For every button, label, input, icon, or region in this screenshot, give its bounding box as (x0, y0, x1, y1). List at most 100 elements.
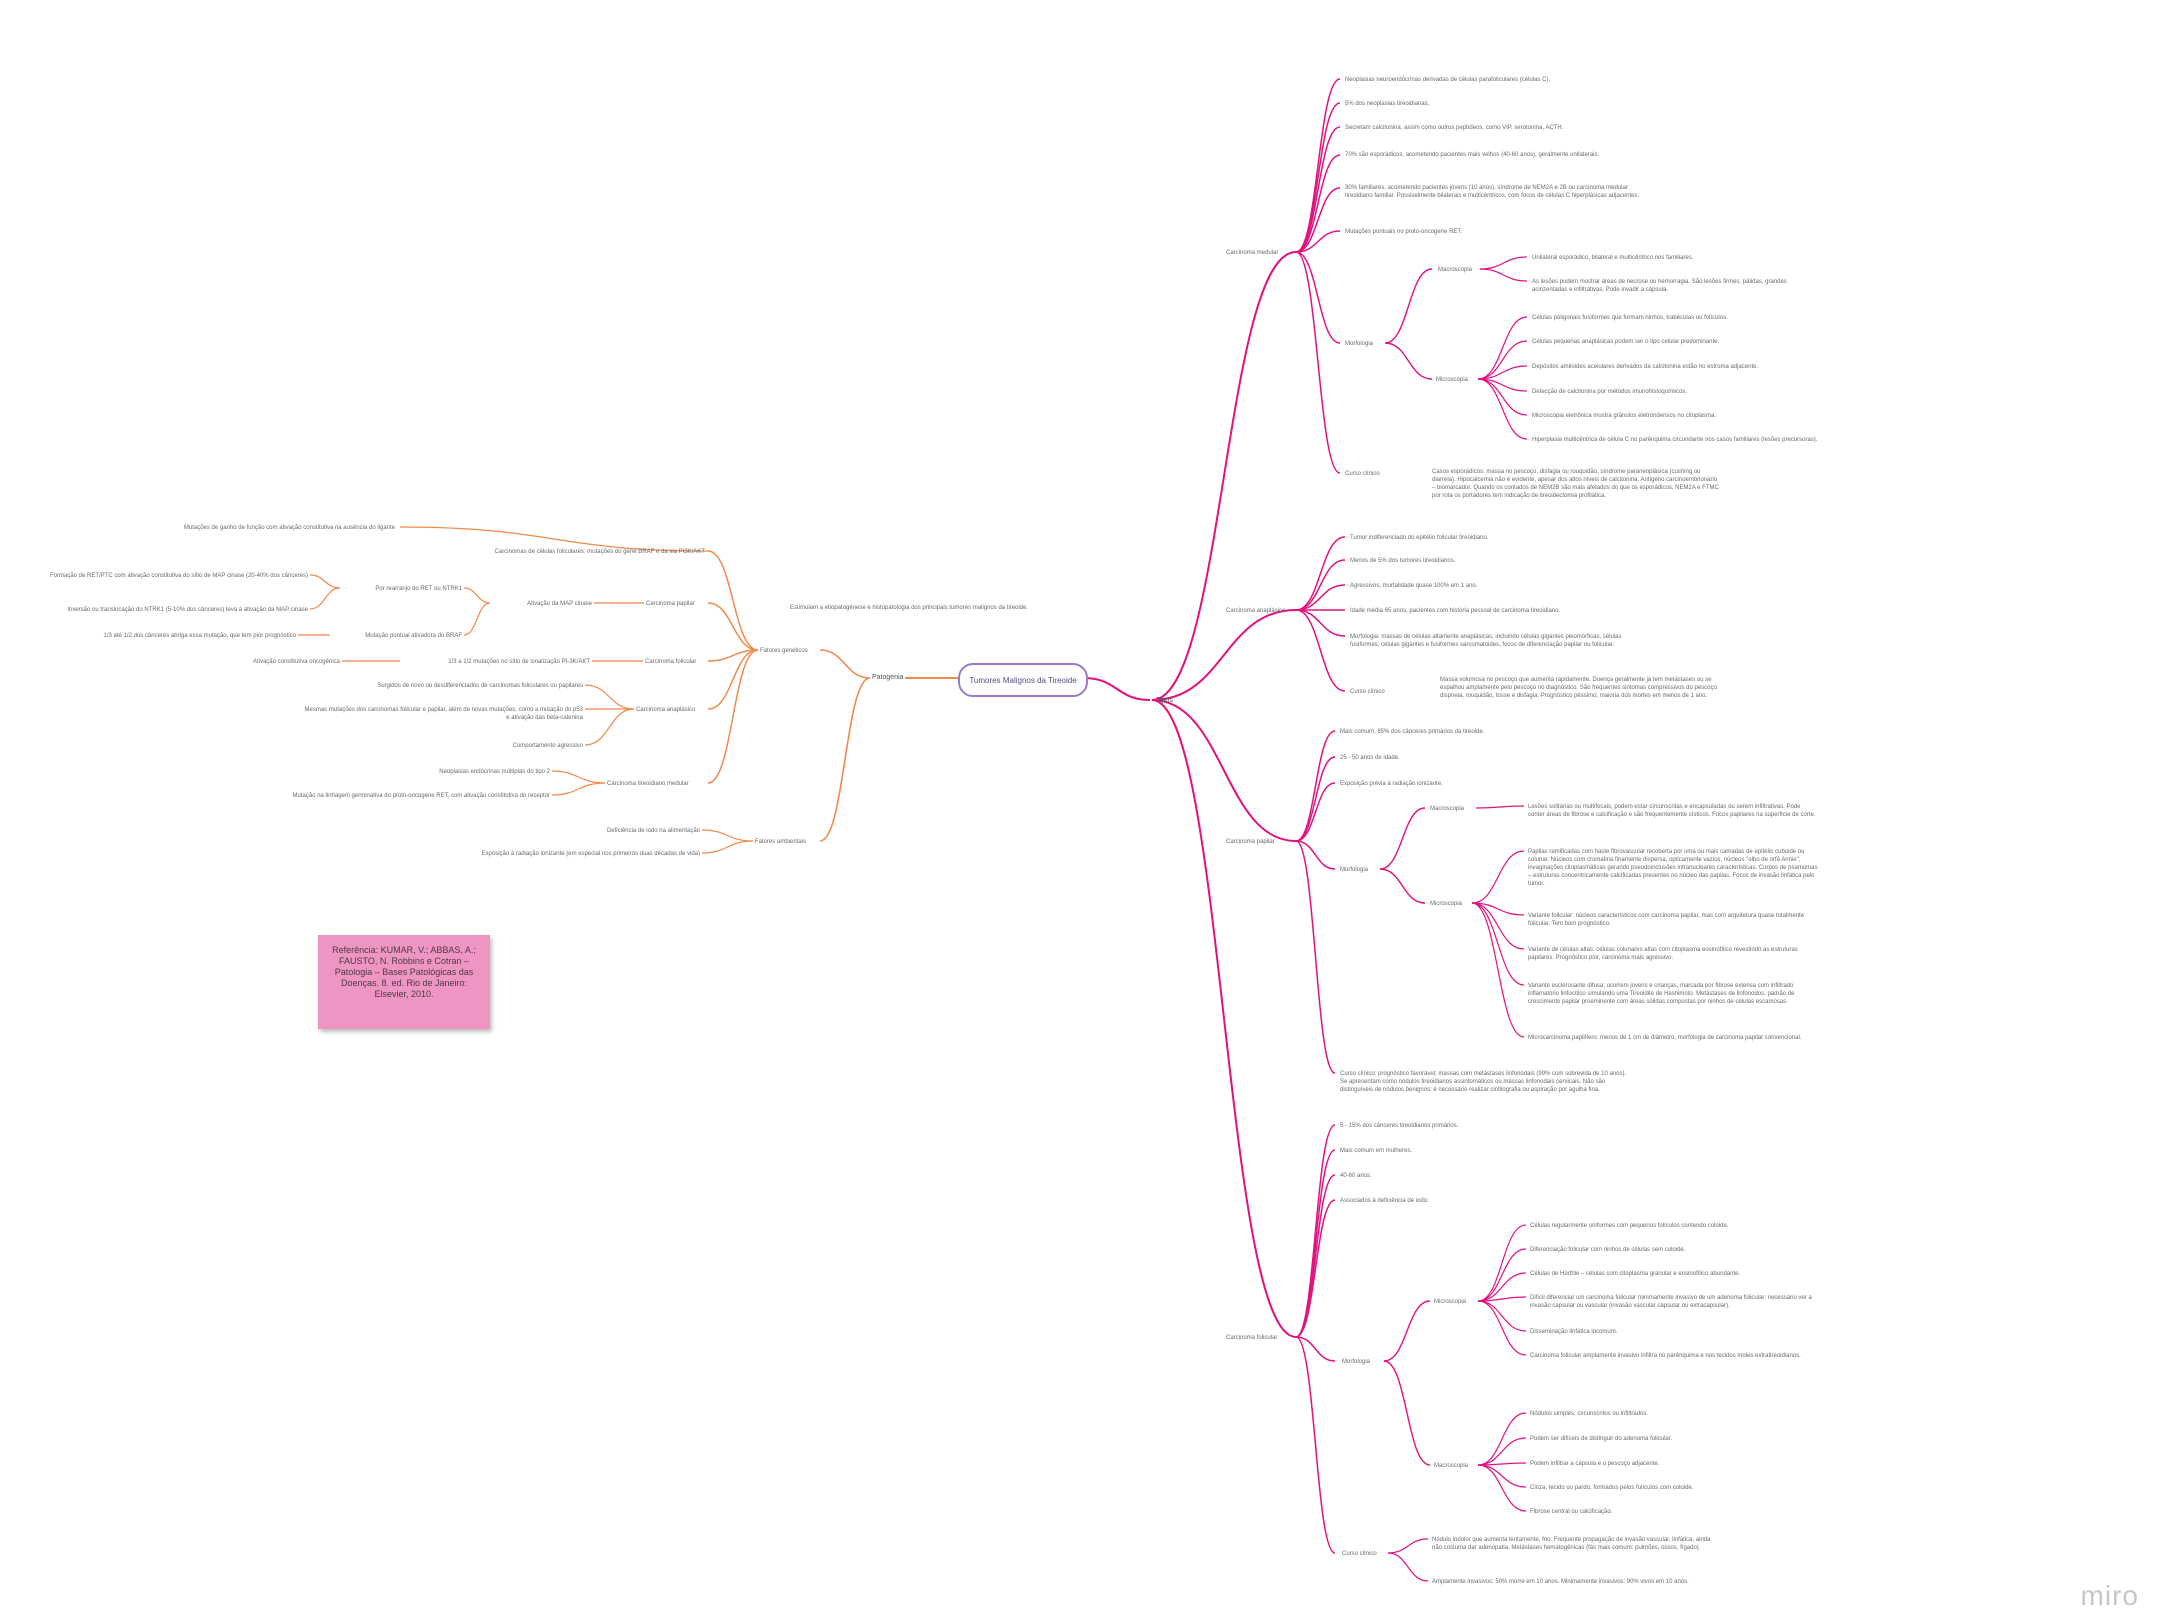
rearranjo-node[interactable]: Por rearranjo do RET ou NTRK1 (375, 586, 462, 592)
folicular-macroscopia-node[interactable]: Macroscopia (1434, 1463, 1469, 1469)
root-node[interactable]: Tumores Malignos da Tireoide (958, 663, 1088, 697)
medular-curso-clinico-text[interactable]: Casos esporádicos: massa no pescoço, dis… (1432, 469, 1719, 499)
medular-curso-clinico-node[interactable]: Curso clínico (1345, 471, 1380, 477)
folicular-macro-item[interactable]: Podem ser difíceis de distinguir do aden… (1530, 1436, 1673, 1442)
carcinoma-folicular-pat-node[interactable]: Carcinoma folicular (645, 659, 697, 665)
papilar-micro-item[interactable]: Variante de células altas: células colun… (1528, 947, 1798, 961)
papilar-micro-item[interactable]: Variante folicular: núcleos característi… (1528, 913, 1805, 927)
folicular-item[interactable]: 5 - 15% dos cânceres tireoidianos primár… (1340, 1123, 1459, 1129)
carcinoma-anaplasico-node[interactable]: Carcinoma anaplásico (1226, 608, 1286, 614)
folicular-macro-item[interactable]: Podem infiltrar a cápsula e o pescoço ad… (1530, 1461, 1660, 1467)
braf-node[interactable]: Mutação pontual ativadora do BRAF (365, 633, 462, 639)
carcinoma-papilar-pat-node[interactable]: Carcinoma papilar (646, 601, 695, 607)
carcinoma-medular-node[interactable]: Carcinoma medular (1226, 250, 1279, 256)
folicular-curso-clinico-node[interactable]: Curso clínico (1342, 1551, 1377, 1557)
medular-item[interactable]: Secretam calcitonina, assim como outros … (1345, 125, 1564, 131)
tercos-braf-node[interactable]: 1/3 até 1/2 dos cânceres abriga essa mut… (103, 633, 296, 639)
medular-macroscopia-node[interactable]: Macroscopia (1438, 267, 1473, 273)
folicular-item[interactable]: Mais comum em mulheres. (1340, 1148, 1413, 1154)
papilar-macroscopia-node[interactable]: Macroscopia (1430, 806, 1465, 812)
folicular-microscopia-node[interactable]: Microscopia (1434, 1299, 1467, 1305)
folicular-morfologia-node[interactable]: Morfologia (1342, 1359, 1371, 1365)
papilar-item[interactable]: Mais comum, 85% dos cânceres primários d… (1340, 729, 1485, 735)
connector-line (551, 770, 606, 784)
folicular-micro-item[interactable]: Células regularmente uniformes com peque… (1530, 1223, 1729, 1229)
ret-germinativa-node[interactable]: Mutação na linhagem germinativa do proto… (292, 793, 550, 799)
medular-item[interactable]: 30% familiares, acometendo pacientes jov… (1345, 185, 1640, 199)
fatores-geneticos-node[interactable]: Fatores genéticos (760, 648, 808, 654)
reference-text: Referência: KUMAR, V.; ABBAS, A.; FAUSTO… (332, 945, 476, 999)
carcinoma-folicular-node[interactable]: Carcinoma folicular (1226, 1335, 1278, 1341)
folicular-macro-item[interactable]: Fibrose central ou calcificação. (1530, 1509, 1613, 1515)
patogenia-node[interactable]: Patogenia (872, 674, 904, 681)
radiacao-node[interactable]: Exposição à radiação ionizante (em espec… (481, 851, 700, 857)
medular-micro-item[interactable]: Hiperplasia multicêntrica de célula C no… (1532, 437, 1818, 443)
anaplasico-item[interactable]: Tumor indiferenciado do epitélio folicul… (1350, 535, 1489, 541)
folicular-curso-clinico-text[interactable]: Nódulo indolor que aumenta lentamente, f… (1432, 1537, 1711, 1551)
papilar-micro-item[interactable]: Variante esclerosante difusa: ocorrem jo… (1528, 983, 1795, 1005)
papilar-micro-item[interactable]: Microcarcinoma papilífero: menos de 1 cm… (1528, 1035, 1802, 1041)
connector-line (1295, 1336, 1336, 1554)
connector-line (1477, 1300, 1527, 1356)
medular-item[interactable]: 70% são esporádicos, acometendo paciente… (1345, 152, 1600, 158)
nem2-node[interactable]: Neoplasias endócrinas múltiplas do tipo … (439, 769, 550, 775)
folicular-micro-item[interactable]: Diferenciação folicular com ninhos de cé… (1530, 1247, 1686, 1253)
medular-item[interactable]: Neoplasias neuroendócrinas derivadas de … (1345, 77, 1551, 83)
mutacao-ganho-node[interactable]: Mutações de ganho de função com ativação… (183, 525, 395, 531)
carcinoma-medular-pat-node[interactable]: Carcinoma tireoidiano medular (607, 781, 689, 787)
folicular-micro-item[interactable]: Células de Hürthle – células com citopla… (1530, 1271, 1741, 1277)
folicular-item[interactable]: Associados à deficiência de iodo. (1340, 1198, 1429, 1204)
papilar-microscopia-node[interactable]: Microscopia (1430, 901, 1463, 907)
papilar-morfologia-node[interactable]: Morfologia (1340, 867, 1369, 873)
folicular-micro-item[interactable]: Disseminação linfática incomum. (1530, 1329, 1618, 1335)
medular-micro-item[interactable]: Microscopia eletrônica mostra grânulos e… (1532, 413, 1717, 419)
papilar-micro-item[interactable]: Papilas ramificadas com haste fibrovascu… (1528, 849, 1818, 887)
ras-node[interactable]: 1/3 a 1/2 mutações no sítio de sinalizaç… (448, 659, 590, 665)
papilar-macro-text[interactable]: Lesões solitárias ou multifocais, podem … (1528, 804, 1816, 818)
anaplasico-curso-clinico-node[interactable]: Curso clínico (1350, 689, 1385, 695)
folicular-macro-item[interactable]: Nódulos simples, circunscritos ou infilt… (1530, 1411, 1649, 1417)
papilar-curso-clinico-text[interactable]: Curso clínico: prognóstico favorável; ma… (1340, 1071, 1627, 1093)
reference-sticky-note[interactable]: Referência: KUMAR, V.; ABBAS, A.; FAUSTO… (318, 935, 490, 1029)
folicular-micro-item[interactable]: Carcinoma folicular amplamente invasivo … (1530, 1353, 1801, 1359)
medular-micro-item[interactable]: Depósitos amiloides acelulares derivados… (1532, 364, 1759, 370)
folicular-origem-node[interactable]: Carcinomas de células foliculares: mutaç… (494, 549, 705, 555)
medular-item[interactable]: 5% dos neoplasias tireoidianas. (1345, 101, 1430, 107)
ativacao-map-node[interactable]: Ativação da MAP cinase (527, 601, 592, 607)
ativacao-oncogenica-node[interactable]: Ativação constitutiva oncogênica (252, 659, 340, 665)
anaplasico-curso-clinico-text[interactable]: Massa volumosa no pescoço que aumenta ra… (1440, 677, 1719, 699)
connector-line (819, 649, 871, 679)
carcinoma-anaplasico-pat-node[interactable]: Carcinoma anaplásico (636, 707, 696, 713)
medular-macro-item[interactable]: Unilateral esporádico, bilateral e multi… (1532, 255, 1694, 261)
tipos-node[interactable]: Tipos (1156, 697, 1173, 704)
mutacoes-anap-node[interactable]: Mesmas mutações dos carcinomas folicular… (304, 707, 583, 721)
papilar-item[interactable]: 25 - 50 anos de idade. (1340, 755, 1400, 761)
anaplasico-item[interactable]: Agressivos, mortalidade quase 100% em 1 … (1350, 583, 1478, 589)
medular-micro-item[interactable]: Células pequenas anaplásicas podem ser o… (1532, 339, 1720, 345)
medular-item[interactable]: Mutações pontuais no proto-oncogene RET. (1345, 229, 1463, 235)
connector-line (707, 602, 759, 651)
anaplasico-item[interactable]: Menos de 5% dos tumores tireoidianos. (1350, 558, 1456, 564)
surgem-node[interactable]: Surgidos de novo ou desdiferenciados de … (377, 683, 583, 689)
folicular-item[interactable]: 40-60 anos. (1340, 1173, 1372, 1179)
connector-line (1295, 730, 1336, 842)
medular-macro-item[interactable]: As lesões podem mostrar áreas de necrose… (1532, 279, 1787, 293)
anaplasico-item[interactable]: Idade média 65 anos, pacientes com histó… (1350, 608, 1561, 614)
folicular-macro-item[interactable]: Cinza, tecido ou pardo, formados pelos f… (1530, 1485, 1694, 1491)
medular-morfologia-node[interactable]: Morfologia (1345, 341, 1374, 347)
folicular-micro-item[interactable]: Difícil diferenciar um carcinoma folicul… (1530, 1295, 1812, 1309)
inversao-ntrk1-node[interactable]: Inversão ou translocação do NTRK1 (5-10%… (67, 607, 308, 613)
anaplasico-item[interactable]: Morfologia: massas de células altamente … (1350, 634, 1622, 648)
agressivo-node[interactable]: Comportamento agressivo (512, 743, 583, 749)
carcinoma-papilar-node[interactable]: Carcinoma papilar (1226, 839, 1275, 845)
papilar-item[interactable]: Exposição prévia à radiação ionizante. (1340, 781, 1443, 787)
deficiencia-iodo-node[interactable]: Deficiência de iodo na alimentação (606, 828, 700, 834)
connector-line (1383, 1360, 1431, 1466)
fusao-ret-node[interactable]: Formação de RET/PTC com ativação constit… (49, 573, 308, 579)
medular-micro-item[interactable]: Células poligonais fusiformes que formam… (1532, 315, 1728, 321)
fatores-ambientais-node[interactable]: Fatores ambientais (755, 839, 807, 845)
medular-microscopia-node[interactable]: Microscopia (1436, 377, 1469, 383)
folicular-prognostico-text[interactable]: Amplamente invasivos: 50% morre em 10 an… (1432, 1579, 1689, 1585)
medular-micro-item[interactable]: Detecção de calcitonina por métodos imun… (1532, 389, 1688, 395)
